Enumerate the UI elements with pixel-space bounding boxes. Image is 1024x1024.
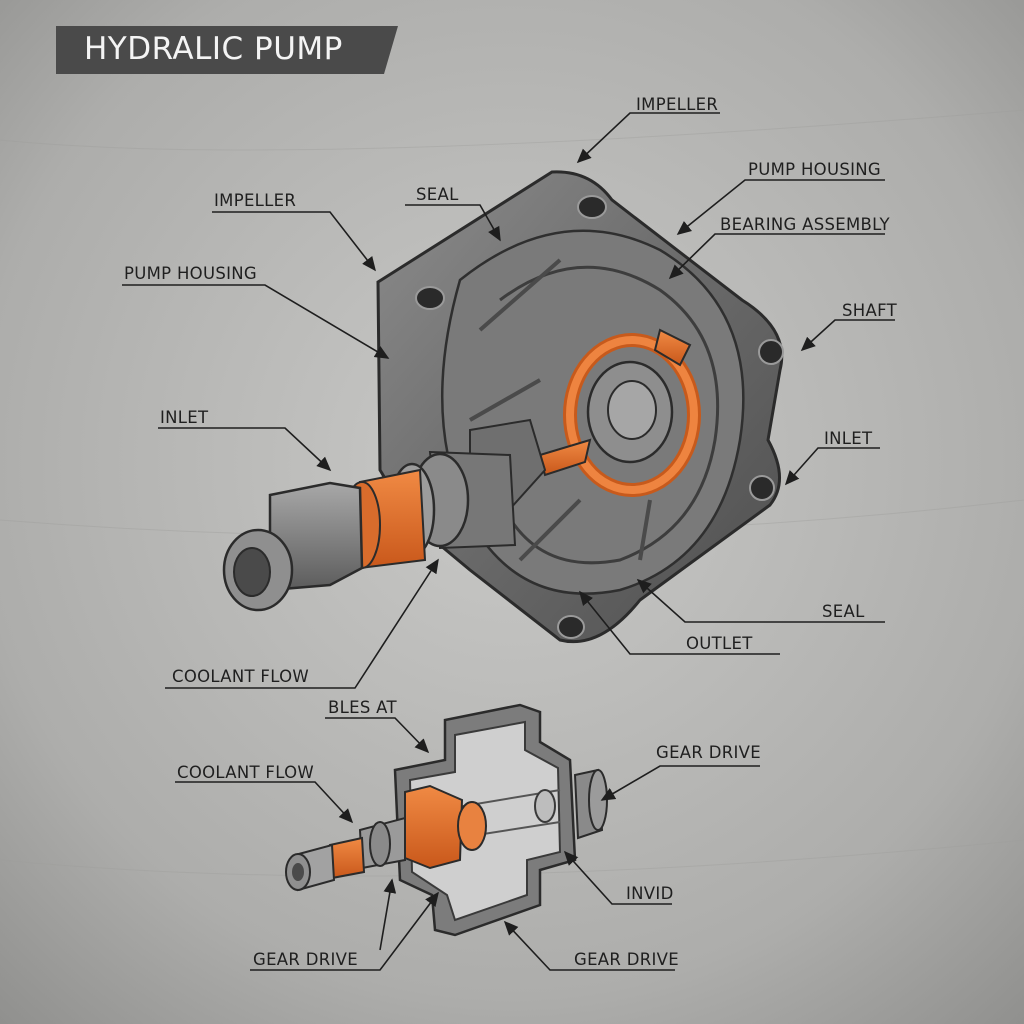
label-seal-top: SEAL [416,185,459,204]
label-bearing-assembly: BEARING ASSEMBLY [720,215,890,234]
leader-lines [122,112,895,971]
inlet-shaft [222,450,517,612]
section-view-illustration [285,703,608,937]
title-banner [56,26,398,74]
label-inlet-left: INLET [160,408,209,427]
label-impeller-left: IMPELLER [214,191,297,210]
bearing-assembly-ring [538,328,701,497]
bolt-holes [415,195,784,639]
main-pump-illustration [222,170,784,644]
label-seal-right: SEAL [822,602,865,621]
label-outlet: OUTLET [686,634,753,653]
label-gear-drive-bottom-right: GEAR DRIVE [574,950,679,969]
label-bles-at: BLES AT [328,698,397,717]
section-orange-part [404,784,464,870]
label-shaft: SHAFT [842,301,897,320]
label-pump-housing-right: PUMP HOUSING [748,160,881,179]
label-gear-drive-right: GEAR DRIVE [656,743,761,762]
label-gear-drive-bottom-left: GEAR DRIVE [253,950,358,969]
label-coolant-flow-section: COOLANT FLOW [177,763,315,782]
label-pump-housing-left: PUMP HOUSING [124,264,257,283]
page-title: HYDRALIC PUMP [84,31,343,67]
label-invid: INVID [626,884,674,903]
label-impeller-top: IMPELLER [636,95,719,114]
label-inlet-right: INLET [824,429,873,448]
label-coolant-flow-main: COOLANT FLOW [172,667,310,686]
